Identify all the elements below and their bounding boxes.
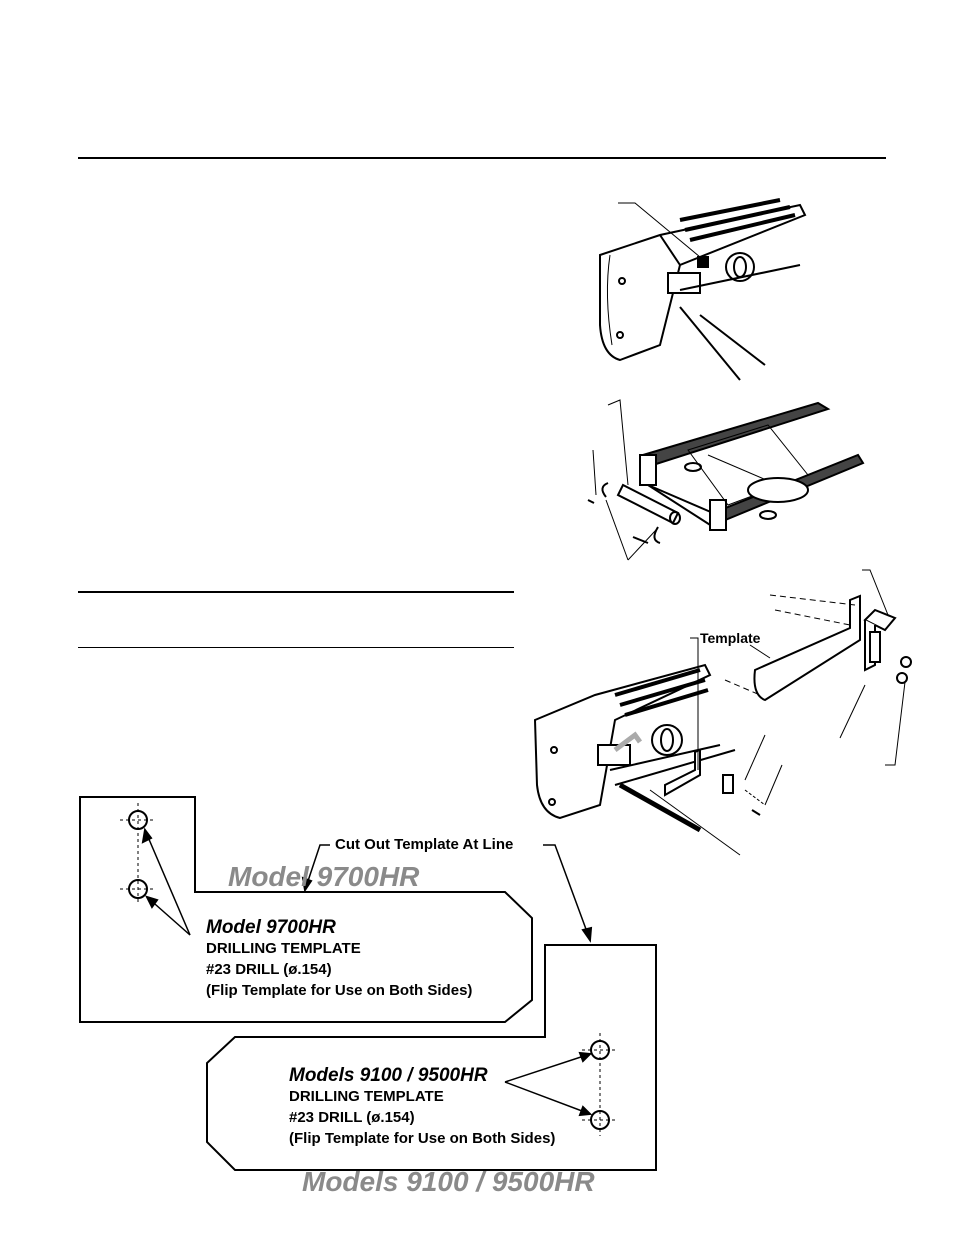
template-9100-line2: #23 DRILL (ø.154) bbox=[289, 1109, 415, 1126]
section-rule-top bbox=[78, 591, 514, 593]
template-label: Template bbox=[700, 630, 761, 646]
template-9700-title: Model 9700HR bbox=[206, 917, 336, 938]
section-rule-bottom bbox=[78, 647, 514, 648]
template-9700-ghost-title: Model 9700HR bbox=[228, 861, 420, 892]
treadmill-bracket-install-icon bbox=[533, 569, 912, 856]
header-rule bbox=[78, 157, 886, 159]
template-9700-line3: (Flip Template for Use on Both Sides) bbox=[206, 982, 473, 999]
template-9700-line1: DRILLING TEMPLATE bbox=[206, 940, 361, 957]
template-9100-line1: DRILLING TEMPLATE bbox=[289, 1088, 444, 1105]
treadmill-deck-roller-icon bbox=[587, 399, 865, 561]
template-9100-title: Models 9100 / 9500HR bbox=[289, 1065, 488, 1086]
template-9100-ghost-title: Models 9100 / 9500HR bbox=[302, 1166, 595, 1197]
treadmill-front-end-icon bbox=[599, 198, 807, 381]
template-9700-line2: #23 DRILL (ø.154) bbox=[206, 961, 332, 978]
template-9100-line3: (Flip Template for Use on Both Sides) bbox=[289, 1130, 556, 1147]
cut-out-label: Cut Out Template At Line bbox=[335, 836, 514, 853]
